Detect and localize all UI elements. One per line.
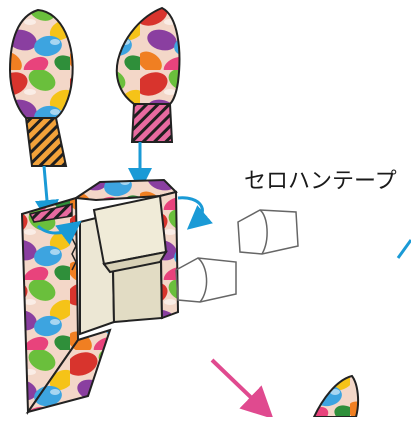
right-glue-tab bbox=[130, 103, 174, 143]
partial-arrow-right-edge bbox=[396, 239, 411, 259]
right-top-flap bbox=[115, 6, 181, 143]
curve-arrow-left bbox=[36, 220, 82, 245]
bottom-right-piece bbox=[312, 374, 360, 418]
assembled-body bbox=[20, 178, 180, 416]
tape-loop-1 bbox=[237, 209, 299, 255]
left-top-flap bbox=[8, 8, 74, 167]
tape-label: セロハンテープ bbox=[244, 169, 397, 194]
tape-loop-2 bbox=[175, 257, 237, 303]
pink-arrow bbox=[210, 358, 274, 420]
arrow-down-left bbox=[35, 165, 59, 224]
left-glue-tab bbox=[24, 117, 68, 167]
curve-arrow-right bbox=[177, 196, 213, 230]
